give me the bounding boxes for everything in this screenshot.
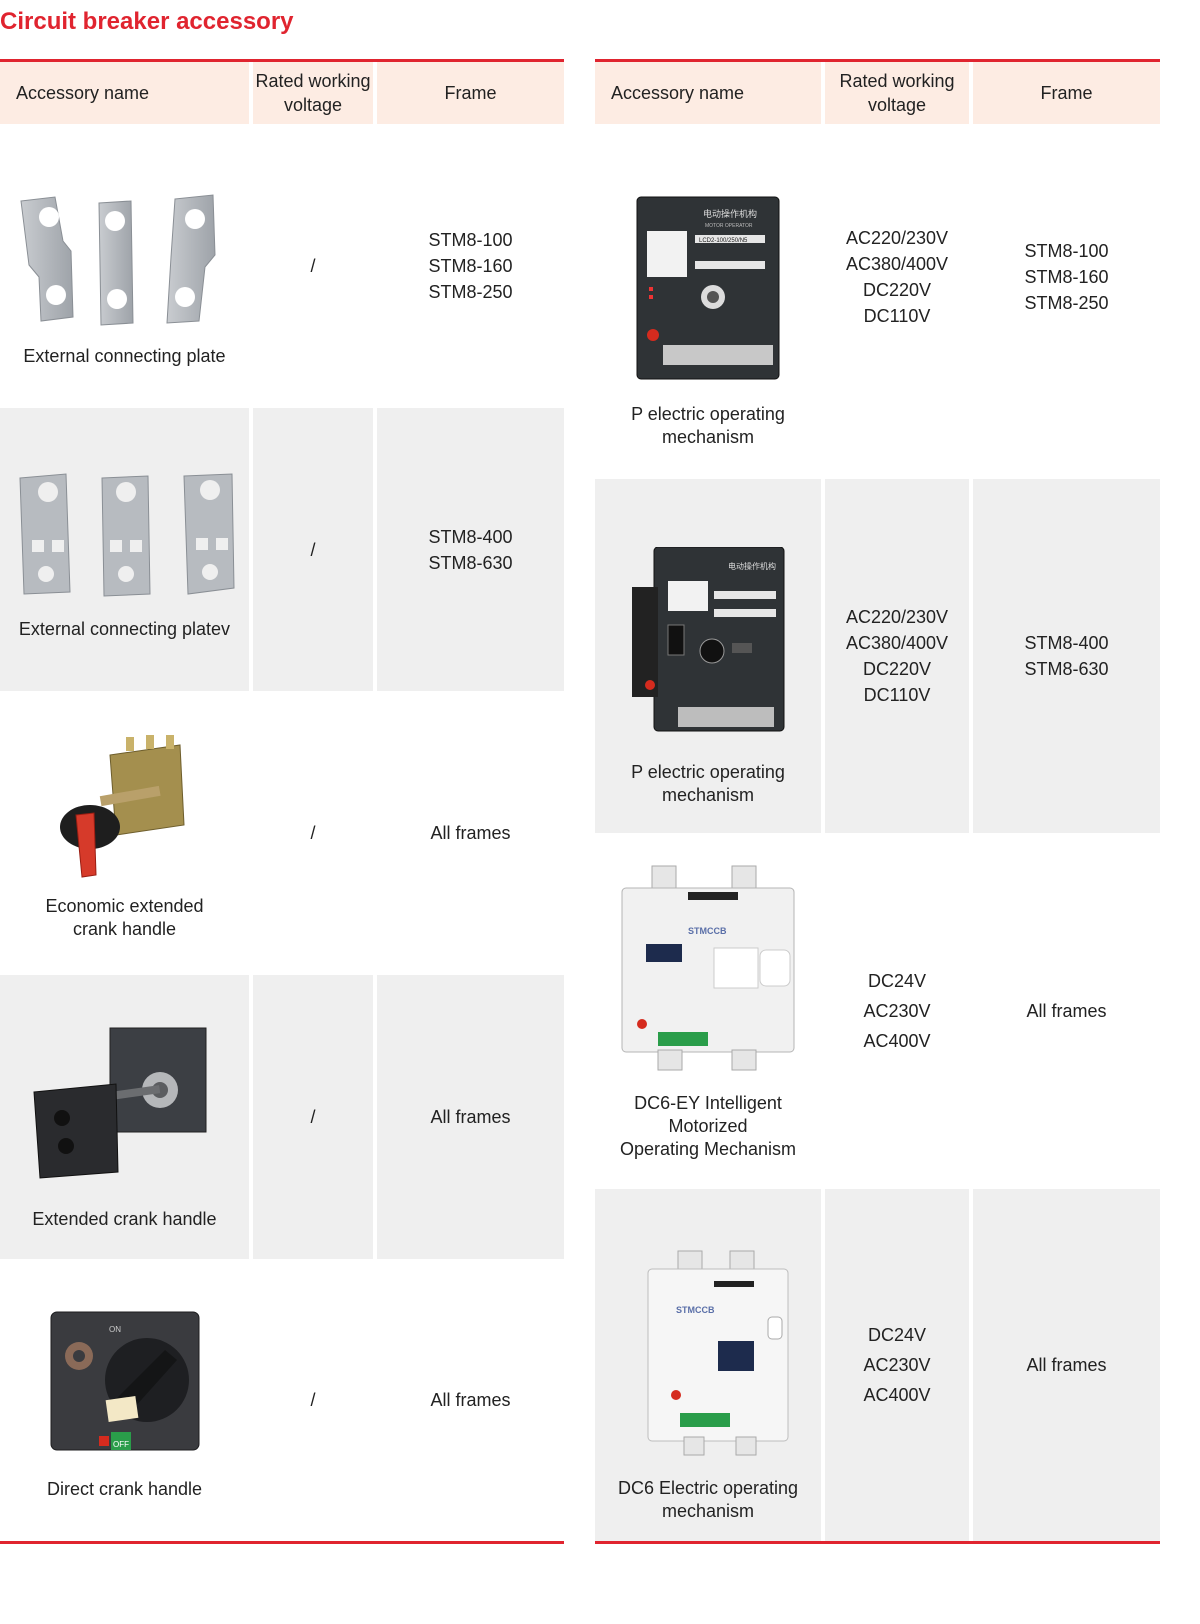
crank-handle-image (50, 735, 200, 885)
dc6-operator-image: STMCCB (618, 1249, 798, 1459)
right-table-bottom-rule (595, 1541, 1160, 1544)
right-row-4-voltage: DC24V AC230V AC400V (825, 1189, 969, 1541)
right-row-2-frame: STM8-400 STM8-630 (973, 479, 1160, 833)
left-header-frame: Frame (377, 62, 564, 124)
left-row-2-name: External connecting platev (18, 619, 231, 639)
right-header-frame: Frame (973, 62, 1160, 124)
svg-text:OFF: OFF (113, 1440, 129, 1449)
right-row-1-frame: STM8-100 STM8-160 STM8-250 (1024, 240, 1109, 313)
extended-handle-image (30, 1022, 220, 1182)
right-row-1-name: P electric operating mechanism (631, 404, 785, 447)
svg-text:电动操作机构: 电动操作机构 (728, 561, 776, 571)
left-row-3-name: Economic extended crank handle (45, 896, 204, 939)
right-row-1-voltage: AC220/230V AC380/400V DC220V DC110V (845, 227, 949, 326)
right-row-3-name-cell: STMCCB DC6-EY Intelligent Motorized Oper… (595, 833, 821, 1189)
left-row-3-frame: All frames (430, 823, 511, 843)
motor-operator-large-image: 电动操作机构 (628, 547, 788, 737)
left-row-4-name-cell: Extended crank handle (0, 975, 249, 1259)
connecting-plate-image (15, 191, 235, 331)
right-row-2-name-cell: 电动操作机构 P electric operating mechanism (595, 479, 821, 833)
left-row-2-voltage: / (253, 408, 373, 691)
left-row-4-name: Extended crank handle (32, 1209, 217, 1229)
left-row-5-frame: All frames (430, 1390, 511, 1410)
left-table-top-rule (0, 59, 564, 62)
left-row-1-name: External connecting plate (23, 346, 226, 366)
left-row-5-name-cell: OFF ON Direct crank handle (0, 1259, 249, 1541)
motor-operator-image: 电动操作机构 MOTOR OPERATOR LCD2-100/250/N5 (633, 195, 783, 385)
left-table-bottom-rule (0, 1541, 564, 1544)
intelligent-motorized-image: STMCCB (618, 864, 798, 1074)
left-row-2-frame: STM8-400 STM8-630 (377, 408, 564, 691)
svg-text:STMCCB: STMCCB (676, 1305, 715, 1315)
right-row-4-name-cell: STMCCB DC6 Electric operating mechanism (595, 1189, 821, 1541)
right-table-top-rule (595, 59, 1160, 62)
left-row-3-name-cell: Economic extended crank handle (0, 691, 249, 975)
right-header-rated-voltage: Rated working voltage (825, 62, 969, 124)
svg-text:MOTOR OPERATOR: MOTOR OPERATOR (705, 223, 753, 229)
left-row-1-voltage: / (310, 256, 316, 276)
left-row-3-voltage: / (310, 823, 316, 843)
right-row-2-voltage: AC220/230V AC380/400V DC220V DC110V (825, 479, 969, 833)
page-title: Circuit breaker accessory (0, 8, 294, 35)
left-row-2-name-cell: External connecting platev (0, 408, 249, 691)
left-header-accessory-name: Accessory name (0, 62, 249, 124)
right-row-4-name: DC6 Electric operating mechanism (617, 1478, 799, 1521)
svg-text:ON: ON (109, 1325, 121, 1334)
right-row-3-voltage: DC24V AC230V AC400V (863, 971, 931, 1051)
direct-handle-image: OFF ON (45, 1306, 205, 1456)
left-row-4-voltage: / (253, 975, 373, 1259)
right-row-3-frame: All frames (1026, 1001, 1107, 1021)
left-row-1-frame: STM8-100 STM8-160 STM8-250 (428, 230, 513, 302)
left-row-1-name-cell: External connecting plate (0, 124, 249, 408)
left-header-rated-voltage: Rated working voltage (253, 62, 373, 124)
right-row-1-name-cell: 电动操作机构 MOTOR OPERATOR LCD2-100/250/N5 P … (595, 124, 821, 479)
left-row-5-name: Direct crank handle (46, 1479, 203, 1499)
right-row-3-name: DC6-EY Intelligent Motorized Operating M… (619, 1093, 797, 1159)
svg-text:LCD2-100/250/N5: LCD2-100/250/N5 (699, 238, 748, 244)
svg-text:电动操作机构: 电动操作机构 (703, 208, 757, 220)
right-header-accessory-name: Accessory name (595, 62, 821, 124)
svg-text:STMCCB: STMCCB (688, 926, 727, 936)
left-row-4-frame: All frames (377, 975, 564, 1259)
right-row-4-frame: All frames (973, 1189, 1160, 1541)
right-row-2-name: P electric operating mechanism (631, 762, 785, 805)
connecting-plate-square-holes-image (10, 468, 240, 598)
left-row-5-voltage: / (310, 1390, 316, 1410)
